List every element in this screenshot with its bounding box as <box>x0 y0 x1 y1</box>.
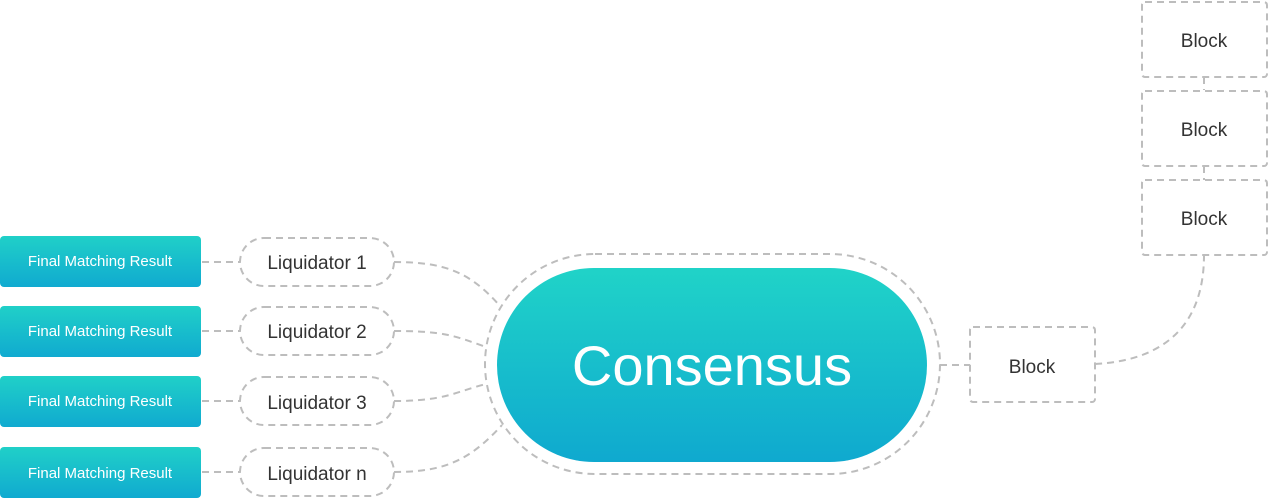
block-label: Block <box>1181 120 1228 141</box>
block-label: Block <box>1009 357 1056 378</box>
chain-block-2: Block <box>1141 90 1268 167</box>
consensus-outline <box>484 253 941 475</box>
liquidator-label: Liquidator 1 <box>267 253 366 274</box>
consensus-node: Consensus <box>484 253 941 475</box>
consensus-pill <box>497 268 927 462</box>
liquidator-label: Liquidator 2 <box>267 322 366 343</box>
block-label: Block <box>1181 31 1228 52</box>
result-node-1: Final Matching Result <box>0 236 201 287</box>
output-block-node: Block <box>969 326 1096 403</box>
liquidator-node-4: Liquidator n <box>239 447 395 497</box>
result-node-4: Final Matching Result <box>0 447 201 498</box>
liquidator-node-2: Liquidator 2 <box>239 306 395 356</box>
chain-block-1: Block <box>1141 1 1268 78</box>
liquidator-node-3: Liquidator 3 <box>239 376 395 426</box>
result-label: Final Matching Result <box>28 253 173 270</box>
block-label: Block <box>1181 209 1228 230</box>
liquidator-node-1: Liquidator 1 <box>239 237 395 287</box>
result-node-3: Final Matching Result <box>0 376 201 427</box>
result-label: Final Matching Result <box>28 323 173 340</box>
chain-block-3: Block <box>1141 179 1268 256</box>
connector-liquidator-4 <box>393 424 503 473</box>
connector-block-chain <box>1094 254 1205 365</box>
consensus-label: Consensus <box>572 334 852 397</box>
result-label: Final Matching Result <box>28 465 173 482</box>
result-node-2: Final Matching Result <box>0 306 201 357</box>
connector-liquidator-2 <box>393 330 487 348</box>
liquidator-label: Liquidator n <box>267 464 366 485</box>
liquidator-label: Liquidator 3 <box>267 393 366 414</box>
connector-liquidator-3 <box>393 383 487 402</box>
result-label: Final Matching Result <box>28 393 173 410</box>
connector-liquidator-1 <box>393 261 501 307</box>
connectors <box>202 77 1205 473</box>
